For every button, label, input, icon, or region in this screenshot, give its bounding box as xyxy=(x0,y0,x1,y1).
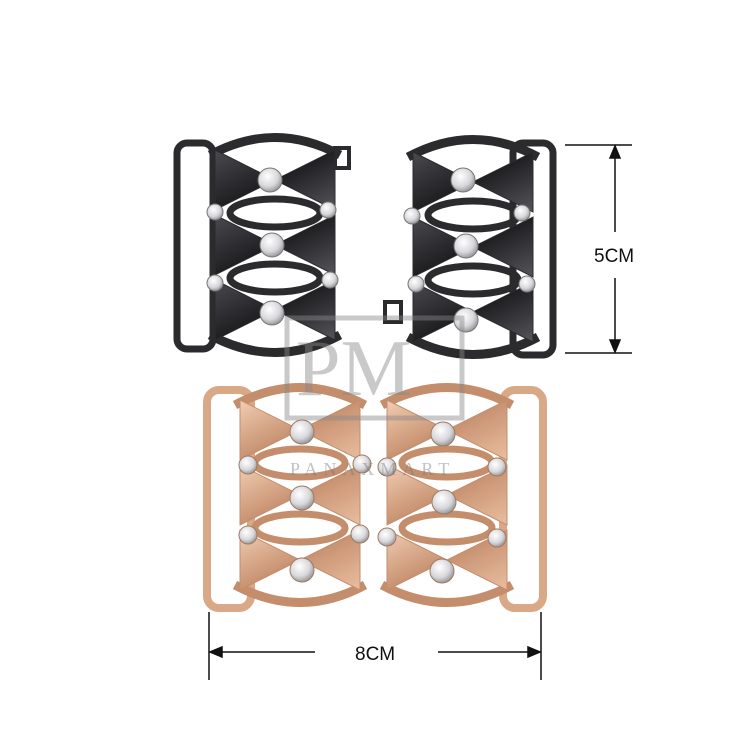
width-label: 8CM xyxy=(355,644,395,665)
height-dimension xyxy=(565,144,632,354)
gold-buckle-stones xyxy=(238,419,507,584)
watermark-logo: PM xyxy=(296,325,412,413)
black-buckle-stones xyxy=(206,167,536,333)
width-dimension xyxy=(208,612,542,680)
watermark-brand: PANAXMART xyxy=(290,459,455,479)
height-label: 5CM xyxy=(594,246,634,267)
gold-buckle xyxy=(203,388,547,612)
black-buckle-left xyxy=(173,138,351,353)
black-buckle-right xyxy=(383,140,557,356)
watermark: PM PANAXMART xyxy=(284,315,465,479)
